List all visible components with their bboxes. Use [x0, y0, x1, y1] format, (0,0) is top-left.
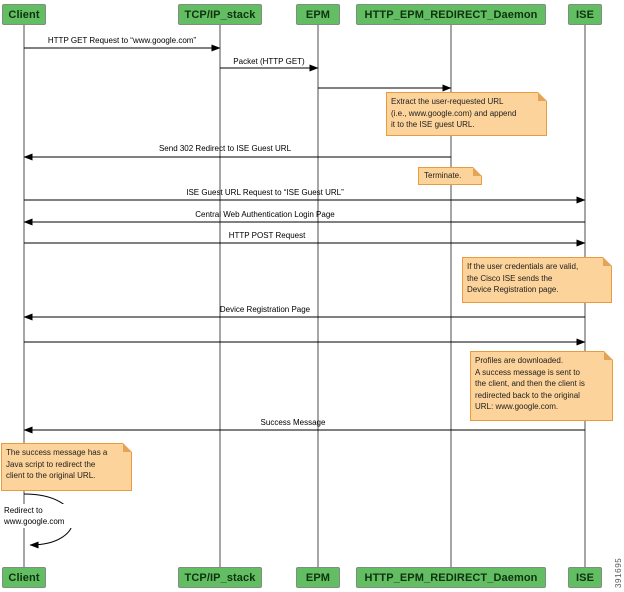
- message-label-guest-url-request: ISE Guest URL Request to “ISE Guest URL”: [186, 188, 344, 197]
- message-label-packet: Packet (HTTP GET): [233, 57, 305, 66]
- note-profiles-downloaded: Profiles are downloaded. A success messa…: [470, 351, 613, 421]
- actor-daemon-bottom: HTTP_EPM_REDIRECT_Daemon: [356, 567, 546, 588]
- actor-client-bottom: Client: [2, 567, 46, 588]
- message-label-cwa-login-page: Central Web Authentication Login Page: [195, 210, 335, 219]
- self-message-label: Redirect to www.google.com: [2, 504, 80, 528]
- message-label-success-message: Success Message: [260, 418, 326, 427]
- actor-client-top: Client: [2, 4, 46, 25]
- note-terminate: Terminate.: [418, 167, 482, 185]
- message-label-device-registration-page: Device Registration Page: [219, 305, 311, 314]
- note-success-javascript: The success message has a Java script to…: [1, 443, 132, 491]
- actor-epm-bottom: EPM: [296, 567, 340, 588]
- actor-ise-top: ISE: [568, 4, 602, 25]
- actor-epm-top: EPM: [296, 4, 340, 25]
- message-label-http-get: HTTP GET Request to “www.google.com”: [47, 36, 197, 45]
- actor-daemon-top: HTTP_EPM_REDIRECT_Daemon: [356, 4, 546, 25]
- actor-ise-bottom: ISE: [568, 567, 602, 588]
- message-label-http-post: HTTP POST Request: [228, 231, 306, 240]
- note-extract-url: Extract the user-requested URL (i.e., ww…: [386, 92, 547, 136]
- note-credentials-valid: If the user credentials are valid, the C…: [462, 257, 612, 303]
- actor-tcpip-stack-bottom: TCP/IP_stack: [178, 567, 262, 588]
- figure-number: 391695: [614, 557, 623, 588]
- message-label-302-redirect: Send 302 Redirect to ISE Guest URL: [158, 144, 292, 153]
- actor-tcpip-stack-top: TCP/IP_stack: [178, 4, 262, 25]
